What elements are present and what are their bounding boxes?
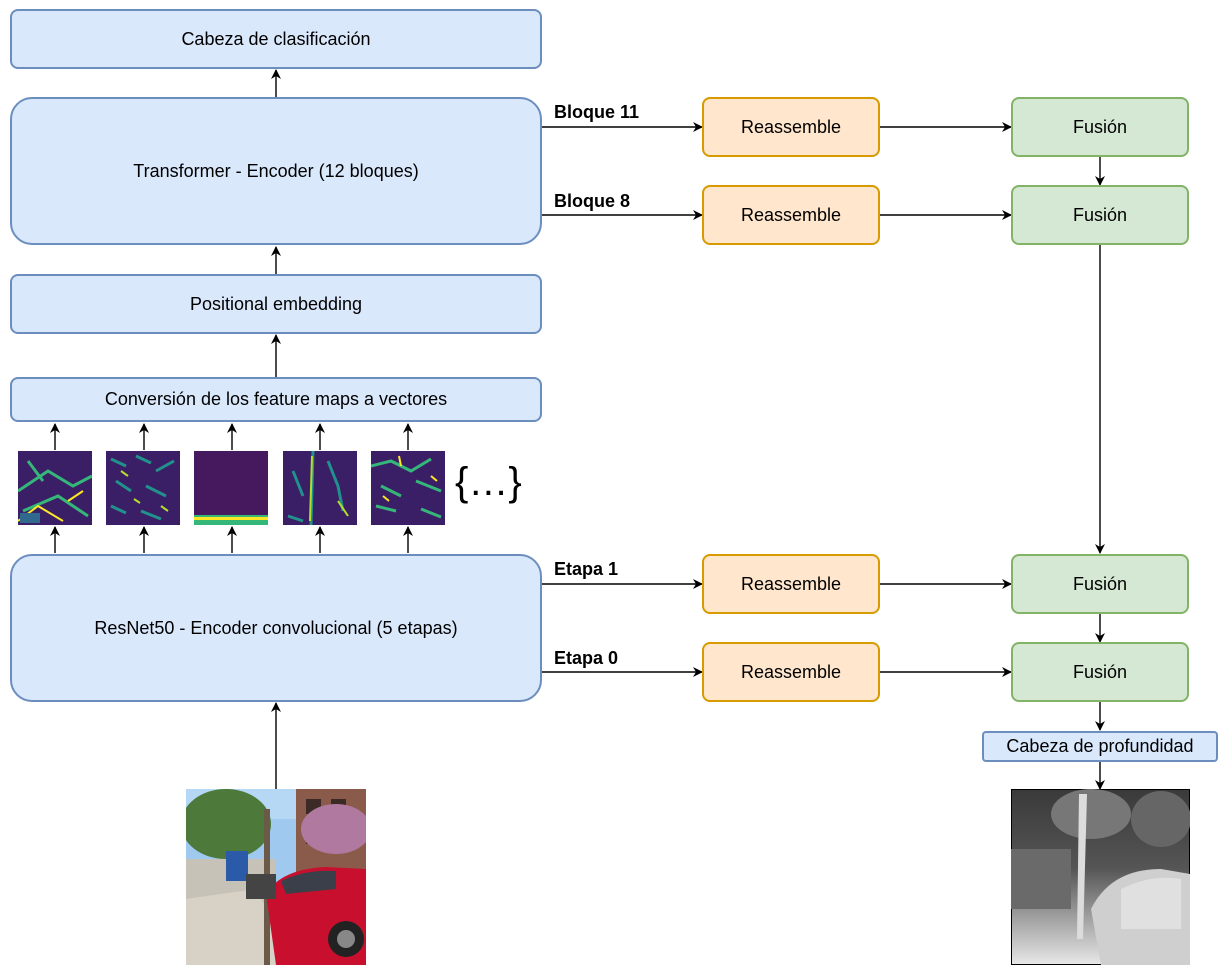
fusion-label: Fusión [1072, 661, 1128, 682]
label-etapa-1: Etapa 1 [554, 559, 619, 579]
reassemble-box-1: Reassemble [702, 97, 880, 157]
label-bloque-8: Bloque 8 [554, 191, 631, 211]
reassemble-label: Reassemble [740, 204, 842, 225]
transformer-encoder: Transformer - Encoder (12 bloques) [10, 97, 542, 245]
positional-embedding-label: Positional embedding [189, 293, 363, 314]
depth-head: Cabeza de profundidad [982, 731, 1218, 762]
feature-map-4 [283, 451, 357, 525]
depth-head-label: Cabeza de profundidad [1006, 736, 1194, 756]
reassemble-label: Reassemble [740, 116, 842, 137]
reassemble-box-3: Reassemble [702, 554, 880, 614]
fusion-label: Fusión [1072, 116, 1128, 137]
feature-map-conversion: Conversión de los feature maps a vectore… [10, 377, 542, 422]
feature-map-3 [194, 451, 268, 525]
fusion-box-3: Fusión [1011, 554, 1189, 614]
label-etapa-0: Etapa 0 [554, 648, 619, 668]
reassemble-box-2: Reassemble [702, 185, 880, 245]
reassemble-label: Reassemble [740, 661, 842, 682]
feature-map-5 [371, 451, 445, 525]
transformer-encoder-label: Transformer - Encoder (12 bloques) [133, 160, 419, 181]
reassemble-box-4: Reassemble [702, 642, 880, 702]
resnet-encoder-label: ResNet50 - Encoder convolucional (5 etap… [94, 617, 458, 638]
fusion-box-4: Fusión [1011, 642, 1189, 702]
fusion-label: Fusión [1072, 573, 1128, 594]
input-street-image [186, 789, 366, 965]
reassemble-label: Reassemble [740, 573, 842, 594]
classification-head: Cabeza de clasificación [10, 9, 542, 69]
classification-head-label: Cabeza de clasificación [181, 28, 371, 49]
output-depth-map [1011, 789, 1190, 965]
fusion-box-2: Fusión [1011, 185, 1189, 245]
fusion-box-1: Fusión [1011, 97, 1189, 157]
fusion-label: Fusión [1072, 204, 1128, 225]
label-bloque-11: Bloque 11 [554, 102, 640, 122]
feature-map-ellipsis: {…} [455, 460, 522, 504]
feature-map-1 [18, 451, 92, 525]
feature-map-conversion-label: Conversión de los feature maps a vectore… [104, 389, 448, 409]
positional-embedding: Positional embedding [10, 274, 542, 334]
resnet-encoder: ResNet50 - Encoder convolucional (5 etap… [10, 554, 542, 702]
feature-map-2 [106, 451, 180, 525]
